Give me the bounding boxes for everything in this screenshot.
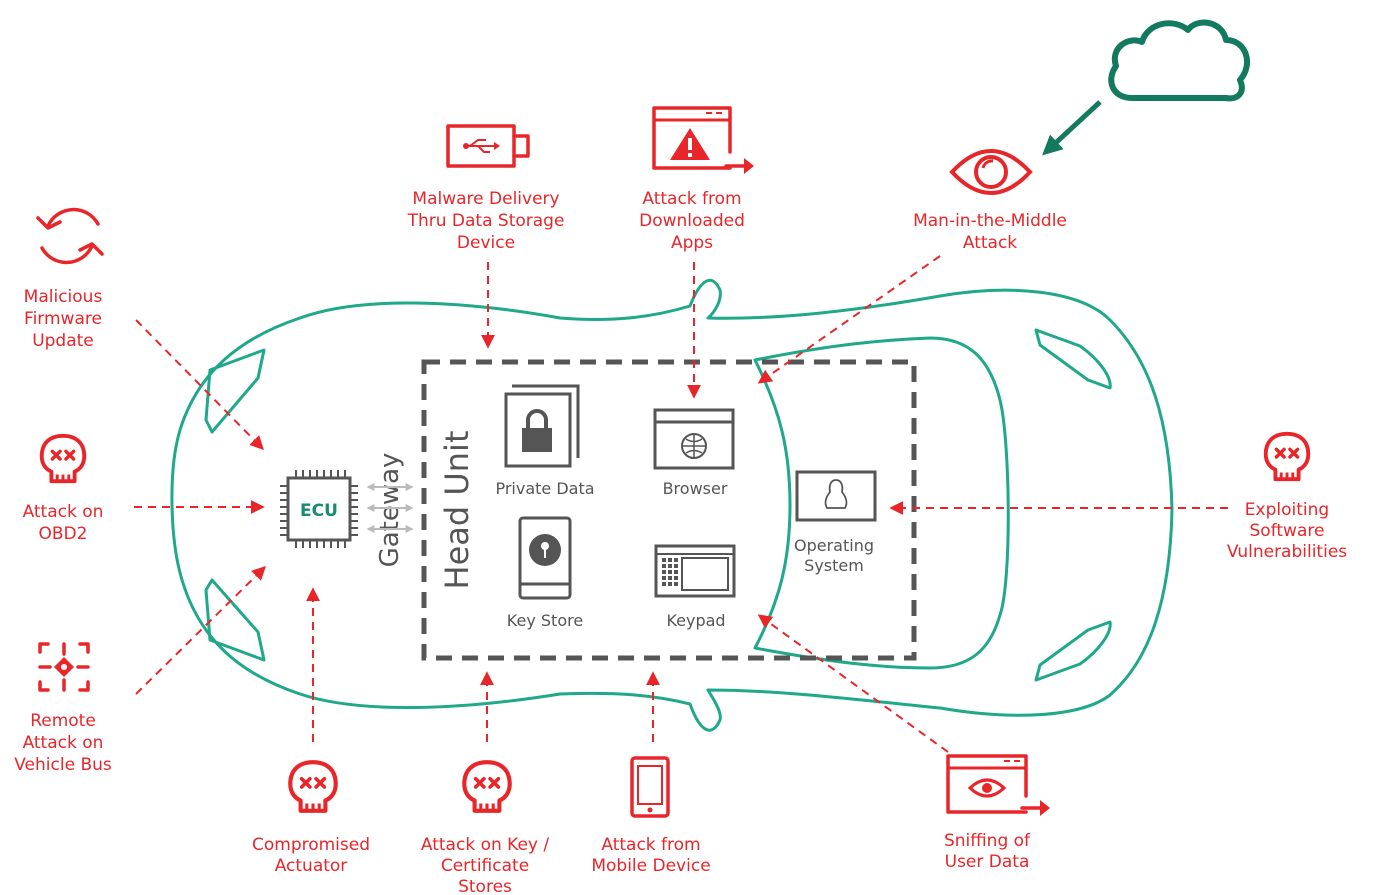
vehicle-bus-label-1: Remote (30, 711, 96, 731)
mitm-label-1: Man-in-the-Middle (913, 211, 1067, 231)
software-vuln-label-2: Software (1250, 521, 1325, 541)
software-vuln-label-3: Vulnerabilities (1227, 542, 1347, 562)
mobile-label-2: Mobile Device (591, 856, 710, 876)
operating-system-icon (795, 470, 877, 522)
sniffing-arrow (757, 614, 949, 753)
browser-label: Browser (663, 479, 728, 498)
obd2-label-1: Attack on (23, 502, 104, 522)
vehicle-bus-label-3: Vehicle Bus (14, 755, 112, 775)
malware-storage-label-1: Malware Delivery (412, 189, 559, 209)
obd2-label-2: OBD2 (39, 524, 88, 544)
malware-storage-label-2: Thru Data Storage (407, 211, 565, 231)
key-stores-label-2: Certificate (441, 856, 529, 876)
usb-icon (446, 124, 530, 168)
operating-system-label-1: Operating (794, 536, 874, 555)
vehicle-bus-label-2: Attack on (23, 733, 104, 753)
key-stores-label-3: Stores (458, 877, 512, 895)
eye-browser-icon (946, 754, 1050, 816)
private-data-icon (504, 384, 580, 468)
cloud-arrow (1042, 100, 1102, 156)
firmware-label-2: Firmware (24, 309, 102, 329)
phone-icon (630, 756, 670, 818)
malware-storage-label-3: Device (457, 233, 515, 253)
head-unit-box (421, 359, 917, 661)
operating-system-label-2: System (804, 556, 864, 575)
ecu-chip: ECU (280, 470, 358, 548)
sniffing-label-1: Sniffing of (944, 831, 1031, 851)
eye-icon (949, 149, 1033, 195)
warning-browser-icon (652, 106, 754, 174)
sniffing-label-2: User Data (945, 852, 1030, 872)
software-vuln-label-1: Exploiting (1245, 500, 1329, 520)
firmware-label-1: Malicious (24, 287, 103, 307)
key-store-label: Key Store (507, 611, 583, 630)
keypad-icon (654, 544, 736, 598)
ecu-label: ECU (300, 501, 338, 521)
vehicle-bus-arrow (135, 566, 266, 695)
skull-icon (464, 762, 509, 811)
downloaded-apps-label-2: Downloaded (639, 211, 745, 231)
mobile-label-1: Attack from (601, 835, 700, 855)
skull-icon (39, 433, 87, 484)
key-stores-label-1: Attack on Key / (421, 835, 549, 855)
cloud-icon (1108, 19, 1251, 102)
firmware-arrow (135, 319, 264, 450)
actuator-label-2: Actuator (275, 856, 348, 876)
browser-icon (653, 408, 735, 470)
mitm-label-2: Attack (963, 233, 1017, 253)
downloaded-apps-label-1: Attack from (642, 189, 741, 209)
actuator-label-1: Compromised (252, 835, 370, 855)
key-store-icon (518, 516, 572, 600)
gateway-arrows (366, 483, 414, 533)
downloaded-apps-label-3: Apps (671, 233, 713, 253)
target-icon (38, 642, 90, 692)
skull-icon (290, 762, 335, 811)
skull-icon (1263, 431, 1311, 482)
car-outline (170, 278, 1174, 732)
gateway-label: Gateway (375, 453, 405, 568)
head-unit-label: Head Unit (438, 431, 476, 590)
refresh-icon (36, 207, 104, 265)
firmware-label-3: Update (32, 331, 94, 351)
mitm-arrow (757, 255, 941, 384)
keypad-label: Keypad (666, 611, 725, 630)
private-data-label: Private Data (495, 479, 594, 498)
